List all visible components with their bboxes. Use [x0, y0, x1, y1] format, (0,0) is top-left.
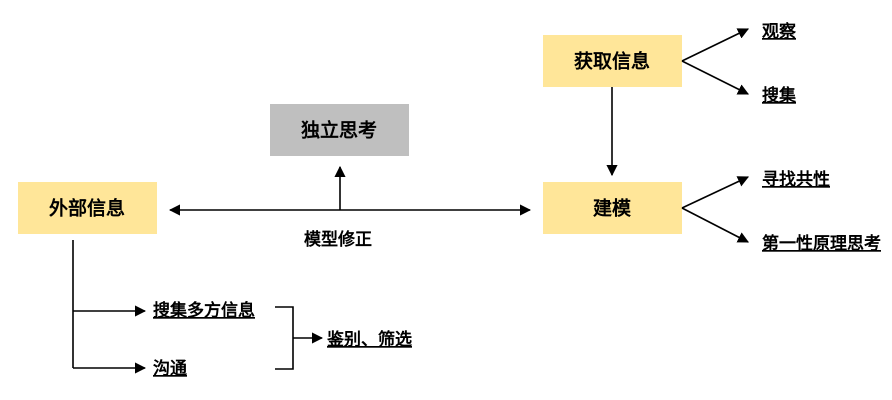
edge-label-model-revision: 模型修正: [304, 229, 372, 250]
node-independent-thinking: 独立思考: [270, 104, 409, 156]
node-external-info: 外部信息: [18, 182, 157, 234]
leaf-identify-filter: 鉴别、筛选: [326, 329, 412, 350]
leaf-communicate: 沟通: [153, 358, 187, 379]
edge-modeling-to-commonality: [681, 176, 750, 209]
edge-modeling-to-first-principles: [681, 207, 749, 243]
edge-acquire-to-collect: [681, 60, 750, 95]
node-independent-thinking-box: [270, 104, 409, 156]
edge-acquire-to-observe: [681, 28, 750, 62]
node-external-info-label: 外部信息: [49, 197, 125, 220]
node-acquire-info: 获取信息: [543, 35, 682, 87]
node-modeling-label: 建模: [593, 197, 632, 220]
node-acquire-info-box: [543, 35, 682, 87]
node-acquire-info-label: 获取信息: [574, 50, 650, 73]
leaf-find-commonality: 寻找共性: [762, 169, 830, 190]
leaf-first-principles: 第一性原理思考: [762, 233, 881, 254]
leaf-collect-sources: 搜集多方信息: [153, 300, 255, 321]
node-external-info-box: [18, 182, 157, 234]
node-modeling-box: [543, 182, 682, 234]
leaf-observe: 观察: [761, 21, 797, 42]
leaf-collect: 搜集: [762, 85, 797, 106]
node-independent-thinking-label: 独立思考: [301, 119, 377, 142]
edge-bracket-merge: [275, 306, 294, 370]
node-modeling: 建模: [543, 182, 682, 234]
